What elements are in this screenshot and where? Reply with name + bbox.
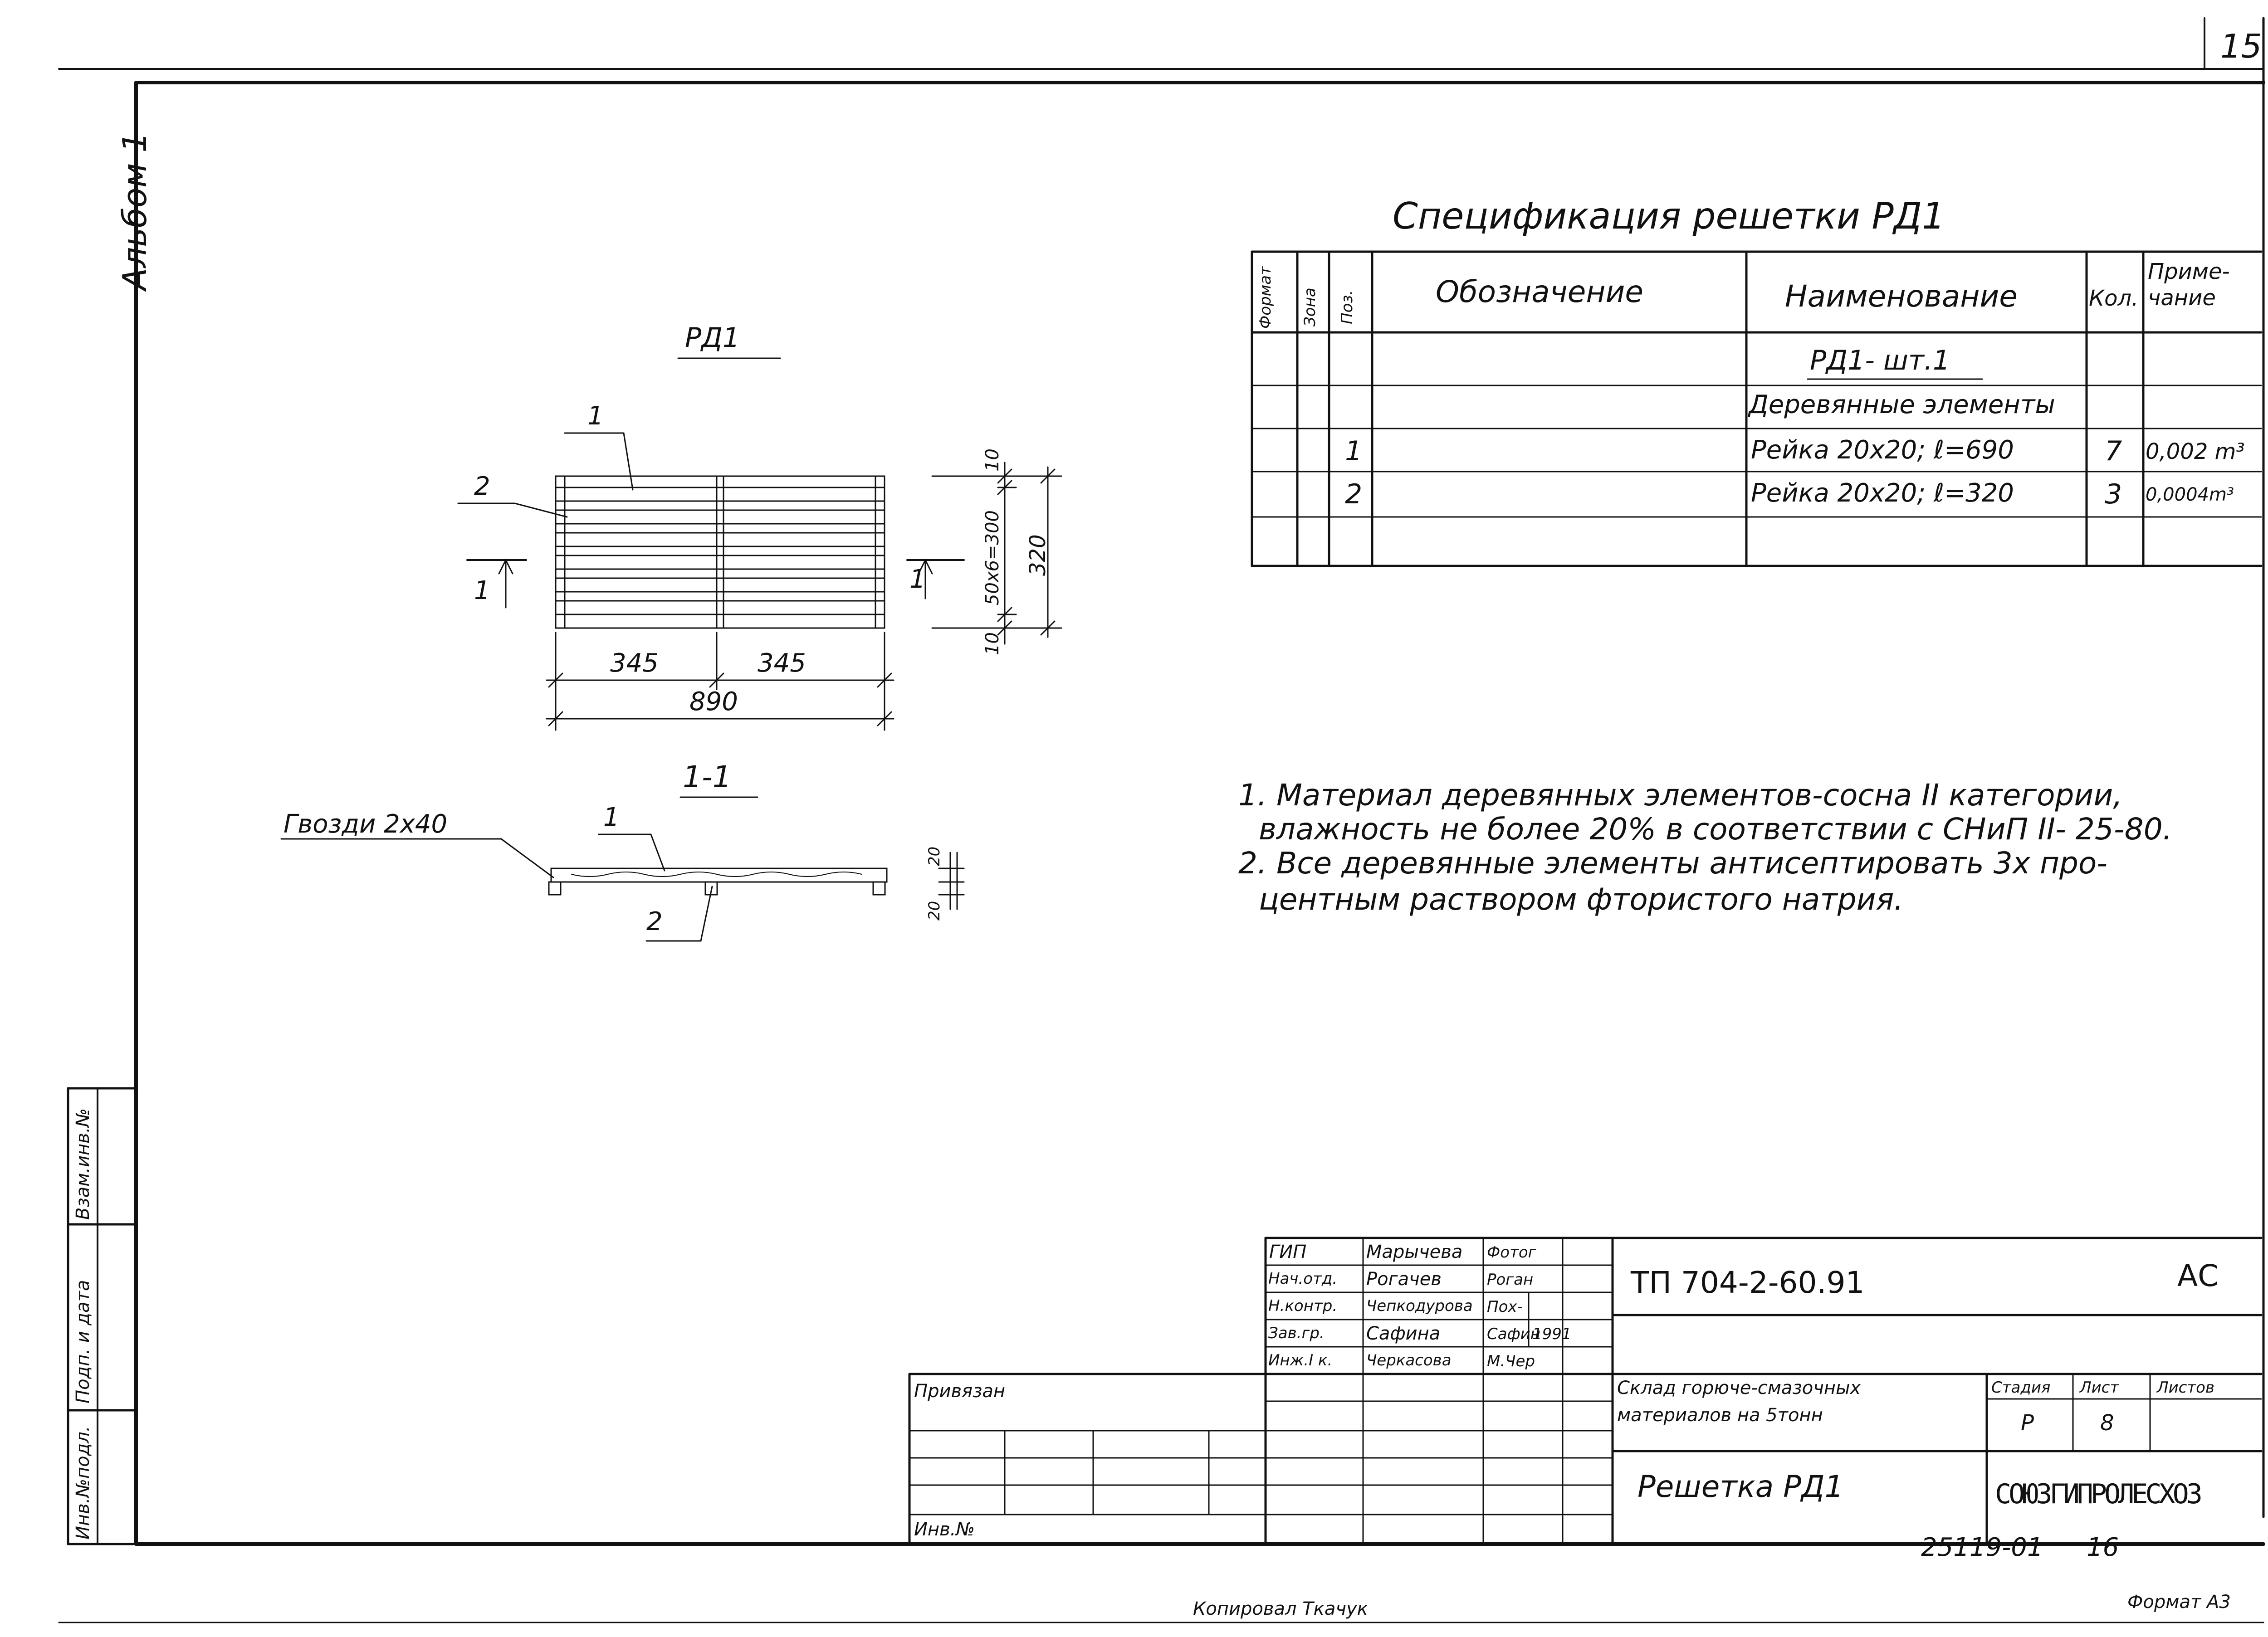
- spec-header-name: Наименование: [1785, 279, 2018, 314]
- spec-row-2-name: Деревянные элементы: [1749, 390, 2055, 419]
- spec-row-4-qty: 3: [2105, 478, 2122, 510]
- side-stamp-inv-orig: Инв.№подл.: [73, 1426, 93, 1540]
- stamp-sign-1: Фотог: [1487, 1243, 1536, 1262]
- format-label: Формат А3: [2127, 1592, 2231, 1613]
- dim-890: 890: [689, 687, 738, 716]
- spec-header-pos: Поз.: [1338, 290, 1356, 324]
- dim-10-top: 10: [982, 448, 1003, 472]
- sheet-number: 15: [2220, 27, 2262, 65]
- note-line-3: 2. Все деревянные элементы антисептирова…: [1238, 846, 2108, 881]
- spec-header-qty: Кол.: [2089, 286, 2139, 311]
- side-stamp-replace-inv: Взам.инв.№: [73, 1108, 93, 1220]
- section-code: АС: [2177, 1258, 2219, 1293]
- section-callout-1: 1: [603, 803, 620, 832]
- archive-number: 25119-01: [1921, 1533, 2043, 1562]
- copied-by: Копировал Ткачук: [1193, 1598, 1368, 1619]
- stage-label: Стадия: [1991, 1379, 2051, 1397]
- section-mark-left: 1: [474, 576, 490, 605]
- dim-50x6: 50х6=300: [982, 510, 1003, 605]
- plan-callout-1: 1: [587, 401, 604, 431]
- archive-page: 16: [2087, 1533, 2119, 1562]
- stamp-sign-4: Сафин: [1487, 1325, 1540, 1343]
- section-callout-2: 2: [646, 907, 663, 936]
- spec-header-format: Формат: [1256, 266, 1275, 329]
- spec-header-zone: Зона: [1301, 287, 1319, 326]
- spec-row-3-qty: 7: [2105, 435, 2122, 467]
- privyazan-label: Привязан: [914, 1381, 1006, 1402]
- object-name-line-1: Склад горюче-смазочных: [1617, 1378, 1861, 1398]
- stamp-role-4: Зав.гр.: [1268, 1324, 1325, 1342]
- stamp-role-3: Н.контр.: [1268, 1297, 1338, 1315]
- section-title: 1-1: [683, 760, 732, 794]
- spec-row-3-pos: 1: [1345, 435, 1363, 467]
- section-mark-right: 1: [909, 565, 926, 594]
- plan-title: РД1: [685, 322, 740, 354]
- sheet-label: Лист: [2080, 1379, 2119, 1397]
- spec-row-4-note: 0,0004m³: [2146, 484, 2234, 505]
- album-label: Альбом 1: [116, 132, 154, 290]
- spec-row-3-name: Рейка 20х20; ℓ=690: [1751, 435, 2014, 465]
- stamp-name-2: Рогачев: [1366, 1269, 1442, 1290]
- dim-20-b: 20: [925, 901, 943, 921]
- stamp-role-1: ГИП: [1269, 1242, 1307, 1262]
- project-code: ТП 704-2-60.91: [1631, 1265, 1865, 1300]
- note-line-1: 1. Материал деревянных элементов-сосна I…: [1238, 778, 2123, 813]
- stamp-name-1: Марычева: [1366, 1242, 1463, 1262]
- inv-no-label: Инв.№: [914, 1519, 975, 1540]
- plan-callout-2: 2: [474, 472, 490, 501]
- stamp-name-4: Сафина: [1366, 1323, 1441, 1344]
- stamp-sign-5: М.Чер: [1487, 1352, 1535, 1370]
- stamp-name-3: Чепкодурова: [1366, 1297, 1473, 1315]
- sheet-value: 8: [2100, 1410, 2114, 1436]
- side-stamp-sign-date: Подп. и дата: [73, 1280, 93, 1403]
- spec-header-note: Приме-чание: [2148, 259, 2230, 311]
- spec-row-1-name: РД1- шт.1: [1810, 345, 1950, 376]
- dim-345-right: 345: [758, 648, 806, 678]
- spec-header-designation: Обозначение: [1436, 274, 1643, 309]
- note-line-2: влажность не более 20% в соответствии с …: [1259, 812, 2172, 847]
- stamp-name-5: Черкасова: [1366, 1351, 1452, 1369]
- stamp-sign-3: Пох-: [1487, 1298, 1523, 1316]
- sheets-label: Листов: [2157, 1379, 2215, 1397]
- spec-row-4-pos: 2: [1345, 478, 1363, 510]
- stamp-year: 1991: [1532, 1325, 1572, 1343]
- dim-345-left: 345: [610, 648, 659, 678]
- nails-label: Гвозди 2х40: [284, 809, 448, 839]
- stamp-sign-2: Роган: [1487, 1271, 1534, 1289]
- stage-value: Р: [2021, 1410, 2034, 1436]
- spec-row-3-note: 0,002 m³: [2146, 439, 2245, 464]
- stamp-role-2: Нач.отд.: [1268, 1270, 1338, 1288]
- stamp-role-5: Инж.I к.: [1268, 1351, 1333, 1369]
- spec-row-4-name: Рейка 20х20; ℓ=320: [1751, 478, 2014, 508]
- drawing-name: Решетка РД1: [1637, 1469, 1844, 1504]
- note-line-4: центным раствором фтористого натрия.: [1259, 882, 1904, 917]
- dim-320: 320: [1025, 534, 1051, 576]
- object-name-line-2: материалов на 5тонн: [1617, 1405, 1823, 1426]
- dim-10-bottom: 10: [982, 632, 1003, 655]
- spec-title: Спецификация решетки РД1: [1393, 195, 1945, 237]
- organization-name: СОЮЗГИПРОЛЕСХОЗ: [1995, 1478, 2203, 1510]
- dim-20-a: 20: [925, 846, 943, 866]
